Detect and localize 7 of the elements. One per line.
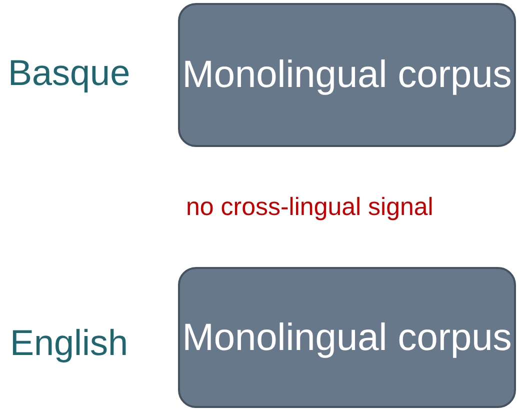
language-label: Basque [8,52,130,94]
process-box [178,267,516,408]
box-text: Monolingual corpus [182,316,512,360]
box-text: Monolingual corpus [182,53,512,98]
process-box [178,3,516,147]
note-text: no cross-lingual signal [186,193,434,222]
language-label: English [10,322,128,364]
